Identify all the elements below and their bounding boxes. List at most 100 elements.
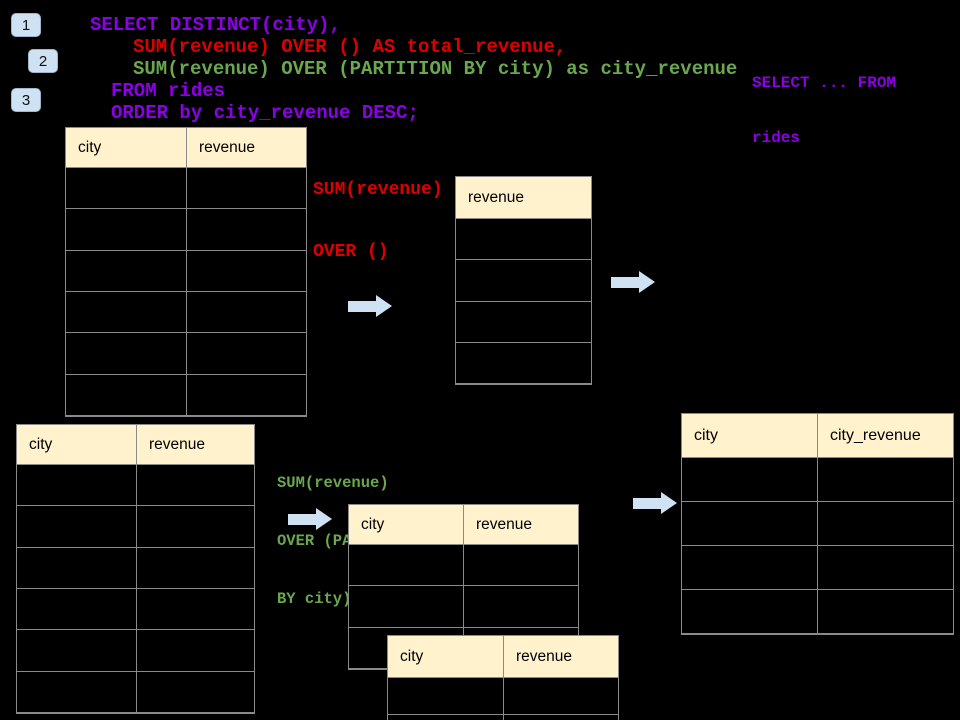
arrow-head <box>639 271 655 293</box>
sql-line-select: SELECT DISTINCT(city), <box>90 14 341 36</box>
flow-arrow-bottom-left <box>288 508 332 531</box>
table-cell <box>388 678 504 715</box>
column-header: city <box>17 425 137 465</box>
table-row <box>17 465 254 507</box>
table-cell <box>187 333 306 375</box>
table-cell <box>464 586 578 628</box>
arrow-head <box>376 295 392 317</box>
table-cell <box>187 250 306 292</box>
table-cell <box>137 630 254 672</box>
table-cell <box>682 590 818 634</box>
table-cell <box>504 678 618 715</box>
arrow-head <box>316 508 332 530</box>
table-row <box>66 250 306 292</box>
table-row <box>388 678 618 715</box>
table-row <box>17 630 254 672</box>
column-header: revenue <box>187 128 306 168</box>
table-cell <box>66 374 187 416</box>
table-cell <box>456 260 591 302</box>
side-note-select-from-rides: SELECT ... FROM rides <box>752 38 896 184</box>
table-cell <box>17 630 137 672</box>
table-cell <box>66 250 187 292</box>
table-row <box>388 715 618 720</box>
table-header-row: revenue <box>456 177 591 219</box>
table-revenue-only: revenue <box>455 176 592 385</box>
step-badge-2: 2 <box>28 49 58 73</box>
label-line: SUM(revenue) <box>277 474 389 492</box>
flow-arrow-top-left <box>348 295 392 318</box>
column-header: city <box>388 636 504 678</box>
table-cell <box>66 209 187 251</box>
table-row <box>682 546 953 590</box>
table-cell <box>137 671 254 713</box>
column-header: revenue <box>464 505 578 545</box>
table-cell <box>66 333 187 375</box>
table-cell <box>17 588 137 631</box>
table-row <box>17 547 254 589</box>
table-row <box>456 260 591 302</box>
column-header: revenue <box>456 177 591 219</box>
table-row <box>349 586 578 628</box>
table-row <box>17 588 254 631</box>
table-cell <box>388 715 504 720</box>
table-cell <box>66 291 187 334</box>
sql-line-total-revenue: SUM(revenue) OVER () AS total_revenue, <box>133 36 567 58</box>
table-cell <box>818 590 953 634</box>
column-header: city <box>66 128 187 168</box>
table-cell <box>187 168 306 210</box>
arrow-head <box>661 492 677 514</box>
table-cell <box>464 545 578 587</box>
flow-arrow-bottom-right <box>633 492 677 515</box>
table-cell <box>818 502 953 546</box>
arrow-shaft <box>633 498 661 509</box>
table-row <box>17 671 254 713</box>
table-row <box>682 502 953 546</box>
column-header: city <box>349 505 464 545</box>
table-cell <box>17 465 137 507</box>
table-cell <box>17 547 137 589</box>
table-cell <box>349 586 464 628</box>
table-cell <box>137 506 254 548</box>
label-line: OVER () <box>313 242 389 262</box>
table-cell <box>818 458 953 502</box>
table-cell <box>456 342 591 384</box>
table-cell <box>456 219 591 261</box>
flow-arrow-top-right <box>611 271 655 294</box>
arrow-shaft <box>611 277 639 288</box>
sql-line-city-revenue: SUM(revenue) OVER (PARTITION BY city) as… <box>133 58 738 80</box>
table-cell <box>682 502 818 546</box>
table-row <box>456 219 591 261</box>
table-cell <box>137 465 254 507</box>
table-cell <box>818 546 953 590</box>
table-row <box>349 545 578 587</box>
step-badge-1: 1 <box>11 13 41 37</box>
table-row <box>682 458 953 502</box>
step-badge-3: 3 <box>11 88 41 112</box>
table-row <box>66 168 306 210</box>
arrow-shaft <box>288 514 316 525</box>
table-row <box>17 506 254 548</box>
table-cell <box>137 588 254 631</box>
table-cell <box>504 715 618 720</box>
table-cell <box>187 209 306 251</box>
table-cell <box>682 546 818 590</box>
table-row <box>456 301 591 343</box>
table-row <box>66 291 306 334</box>
sql-line-from: FROM rides <box>111 80 226 102</box>
table-row <box>456 342 591 384</box>
table-row <box>682 590 953 634</box>
table-cell <box>17 506 137 548</box>
table-row <box>66 333 306 375</box>
table-cell <box>66 168 187 210</box>
side-note-line2: rides <box>752 129 801 147</box>
